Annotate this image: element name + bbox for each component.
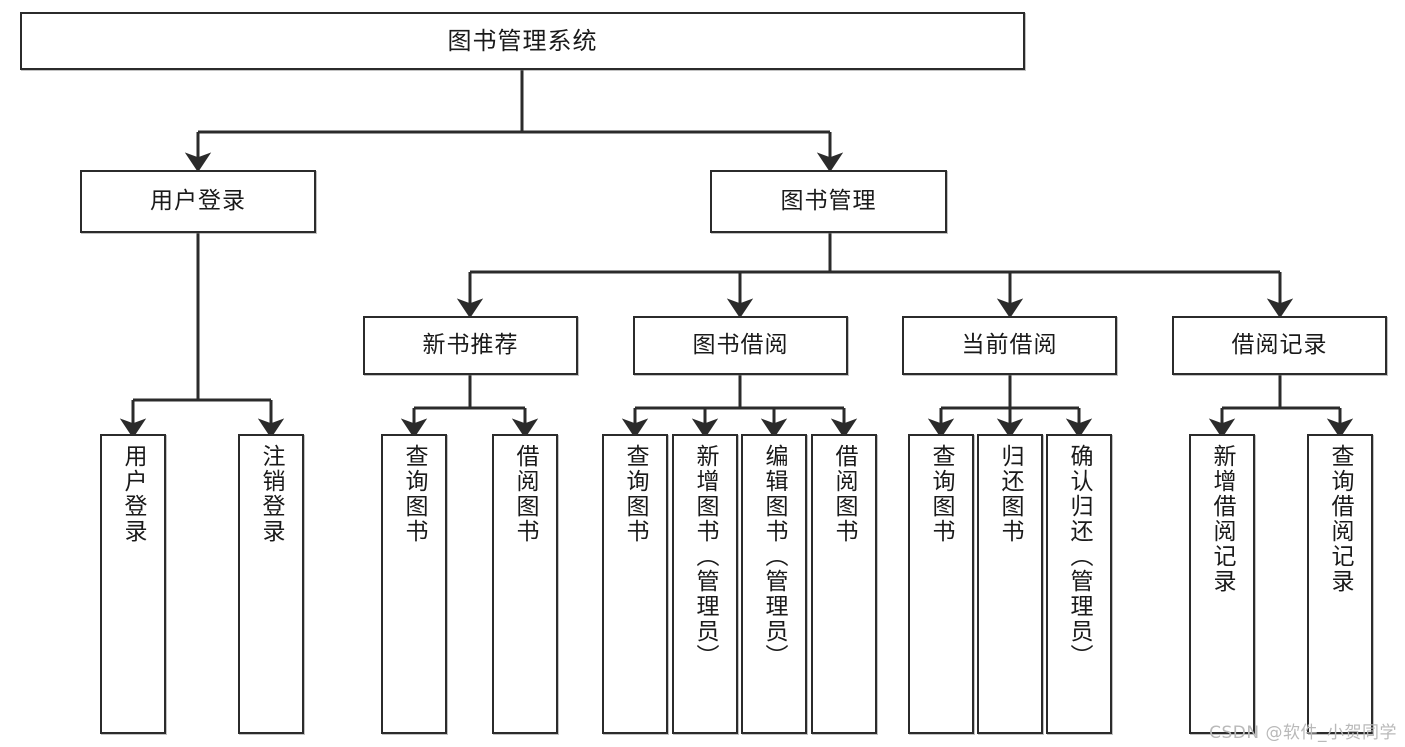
leaf-borrow-add-book-admin[interactable]: 新增图书（管理员） (672, 434, 738, 734)
leaf-current-confirm-return-admin[interactable]: 确认归还（管理员） (1046, 434, 1112, 734)
node-book-borrow[interactable]: 图书借阅 (633, 316, 848, 375)
leaf-user-login-logout[interactable]: 注销登录 (238, 434, 304, 734)
leaf-label: 查询图书 (622, 444, 649, 544)
node-user-login[interactable]: 用户登录 (80, 170, 316, 233)
node-label: 图书管理系统 (447, 26, 598, 55)
leaf-label: 编辑图书（管理员） (761, 444, 788, 669)
leaf-borrow-borrow-book[interactable]: 借阅图书 (811, 434, 877, 734)
node-borrow-record[interactable]: 借阅记录 (1172, 316, 1387, 375)
leaf-label: 查询借阅记录 (1327, 444, 1354, 594)
node-label: 用户登录 (150, 187, 246, 214)
node-root-system[interactable]: 图书管理系统 (20, 12, 1025, 70)
node-label: 当前借阅 (961, 331, 1058, 358)
leaf-current-return-book[interactable]: 归还图书 (977, 434, 1043, 734)
leaf-record-query-record[interactable]: 查询借阅记录 (1307, 434, 1373, 734)
leaf-user-login-login[interactable]: 用户登录 (100, 434, 166, 734)
node-label: 借阅记录 (1231, 331, 1328, 358)
leaf-new-book-query[interactable]: 查询图书 (381, 434, 447, 734)
leaf-label: 查询图书 (928, 444, 955, 544)
leaf-label: 借阅图书 (831, 444, 858, 544)
leaf-label: 新增借阅记录 (1209, 444, 1236, 594)
node-label: 新书推荐 (422, 331, 519, 358)
leaf-label: 注销登录 (258, 444, 285, 544)
leaf-label: 借阅图书 (512, 444, 539, 544)
leaf-borrow-edit-book-admin[interactable]: 编辑图书（管理员） (741, 434, 807, 734)
leaf-borrow-query-book[interactable]: 查询图书 (602, 434, 668, 734)
node-book-management[interactable]: 图书管理 (710, 170, 947, 233)
leaf-label: 归还图书 (997, 444, 1024, 544)
leaf-label: 确认归还（管理员） (1066, 444, 1093, 669)
node-label: 图书借阅 (692, 331, 789, 358)
leaf-label: 查询图书 (401, 444, 428, 544)
node-label: 图书管理 (780, 187, 877, 214)
leaf-new-book-borrow[interactable]: 借阅图书 (492, 434, 558, 734)
csdn-watermark: CSDN @软件_小贺同学 (1209, 723, 1397, 743)
node-new-book-recommend[interactable]: 新书推荐 (363, 316, 578, 375)
node-current-borrow[interactable]: 当前借阅 (902, 316, 1117, 375)
leaf-record-add-record[interactable]: 新增借阅记录 (1189, 434, 1255, 734)
leaf-label: 用户登录 (120, 444, 147, 544)
leaf-current-query-book[interactable]: 查询图书 (908, 434, 974, 734)
leaf-label: 新增图书（管理员） (692, 444, 719, 669)
